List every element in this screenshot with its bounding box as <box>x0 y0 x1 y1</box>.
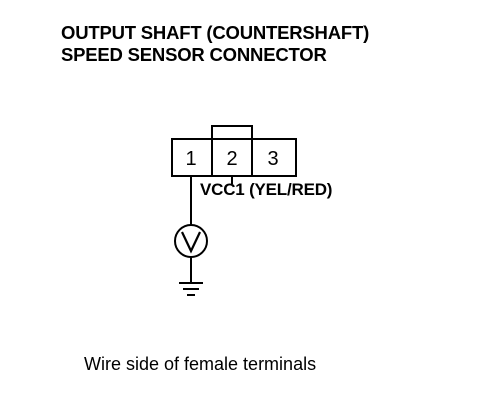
title-line-2: SPEED SENSOR CONNECTOR <box>61 44 327 65</box>
pin-2-label: 2 <box>226 148 237 170</box>
pin-1-label: 1 <box>185 148 196 170</box>
voltmeter-symbol <box>181 231 201 254</box>
title-line-1: OUTPUT SHAFT (COUNTERSHAFT) <box>61 22 370 43</box>
ground-icon <box>179 282 203 296</box>
pin-3-label: 3 <box>267 148 278 170</box>
connector-body <box>171 138 297 177</box>
wire-color-label: VCC1 (YEL/RED) <box>200 180 333 199</box>
diagram-title: OUTPUT SHAFT (COUNTERSHAFT) SPEED SENSOR… <box>61 22 369 66</box>
view-caption: Wire side of female terminals <box>84 354 317 374</box>
connector-lock-tab <box>211 125 253 141</box>
